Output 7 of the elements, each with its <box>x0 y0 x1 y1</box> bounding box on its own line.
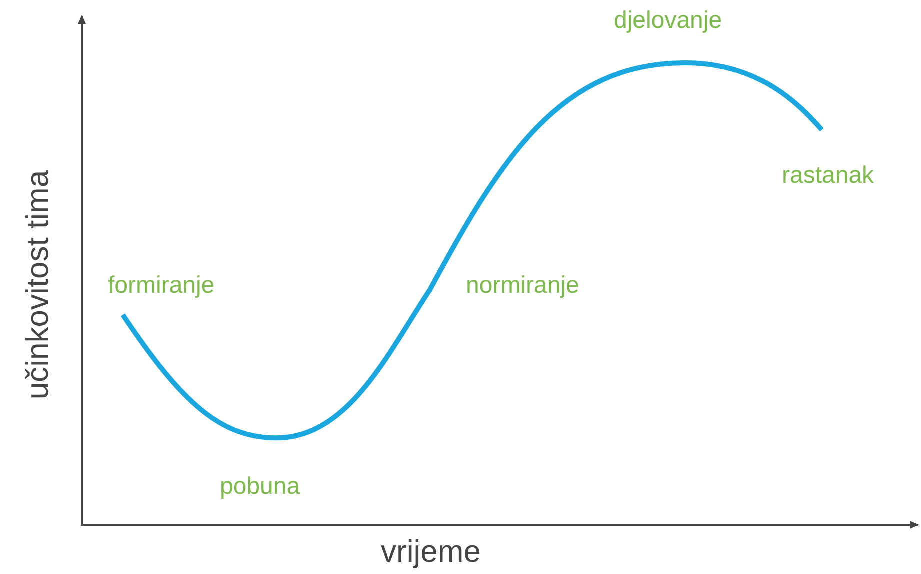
axis-title: vrijeme <box>381 534 481 570</box>
stage-label: djelovanje <box>614 6 722 36</box>
stage-label: rastanak <box>782 161 874 191</box>
stage-label: normiranje <box>466 271 580 301</box>
stage-label: formiranje <box>108 271 215 301</box>
stage-label: pobuna <box>220 472 300 502</box>
axis-title: učinkovitost tima <box>20 170 56 400</box>
